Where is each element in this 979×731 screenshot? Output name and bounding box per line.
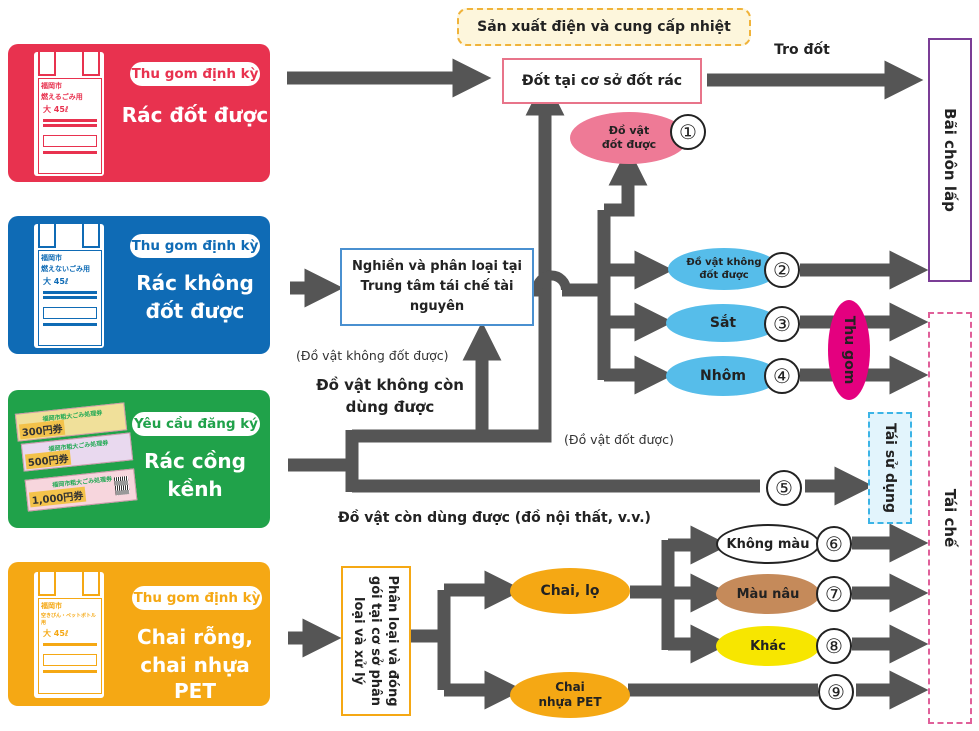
category-title-line1: Rác không (136, 271, 254, 295)
sorting-line1: Phân loại và đóng (385, 575, 401, 707)
oval-line1: Đồ vật không (686, 257, 762, 268)
category-tag: Thu gom định kỳ (130, 62, 260, 86)
unusable-label-line2: dùng được (345, 398, 435, 416)
bag-bottles-icon: 福岡市 空きびん・ペットボトル用 大 45ℓ (34, 572, 104, 698)
landfill-box: Bãi chôn lấp (928, 38, 972, 282)
bag-city: 福岡市 (41, 82, 62, 90)
category-title-line1: Rác cồng (144, 449, 246, 473)
bottles-oval: Chai, lọ (510, 568, 630, 614)
sorting-text: Phân loại và đóng gói tại cơ sở phân loạ… (343, 568, 409, 714)
reuse-label: Tái sử dụng (882, 422, 898, 513)
recycling-box: Tái chế (928, 312, 972, 724)
oval-line2: nhựa PET (538, 695, 602, 709)
category-bulky: 福岡市粗大ごみ処理券 300円券 福岡市粗大ごみ処理券 500円券 福岡市粗大ご… (8, 390, 270, 528)
reuse-box: Tái sử dụng (868, 412, 912, 524)
oval-line1: Chai (555, 680, 585, 694)
category-tag: Thu gom định kỳ (132, 586, 262, 610)
category-burnable: 福岡市 燃えるごみ用 大 45ℓ Thu gom định kỳ Rác đốt… (8, 44, 270, 182)
crushing-center-box: Nghiền và phân loại tại Trung tâm tái ch… (340, 248, 534, 326)
pet-oval: Chai nhựa PET (510, 672, 630, 718)
aluminium-oval: Nhôm (666, 356, 780, 396)
bag-text: 燃えるごみ用 (41, 93, 83, 101)
oval-line2: đốt được (699, 270, 749, 281)
crusher-line1: Nghiền và phân loại tại (352, 259, 522, 274)
bag-burnable-icon: 福岡市 燃えるごみ用 大 45ℓ (34, 52, 104, 176)
number-9: ⑨ (818, 674, 854, 710)
category-tag: Thu gom định kỳ (130, 234, 260, 258)
category-title-line2: chai nhựa PET (140, 653, 250, 703)
nonburnable-items-oval: Đồ vật không đốt được (668, 248, 780, 290)
sorting-line3: loại và xử lý (351, 596, 367, 685)
arrow-to-burnable-item (604, 146, 648, 217)
category-title-line2: kềnh (167, 477, 223, 501)
category-title-line2: đốt được (145, 299, 245, 323)
combustible-paren-label: (Đồ vật đốt được) (564, 432, 674, 447)
category-bottles-pet: 福岡市 空きびん・ペットボトル用 大 45ℓ Thu gom định kỳ C… (8, 562, 270, 706)
bag-city: 福岡市 (41, 254, 62, 262)
number-2: ② (764, 252, 800, 288)
number-6: ⑥ (816, 526, 852, 562)
number-3: ③ (764, 306, 800, 342)
unusable-label-line1: Đồ vật không còn (316, 376, 464, 394)
arrow-bulky-combustible (482, 76, 565, 443)
category-title: Rác đốt được (121, 103, 269, 127)
crusher-line2: Trung tâm tái chế tài (360, 279, 514, 294)
recycling-label: Tái chế (941, 488, 959, 548)
collect-oval: Thu gom (828, 300, 870, 400)
sorting-facility-box: Phân loại và đóng gói tại cơ sở phân loạ… (341, 566, 411, 716)
ash-label: Tro đốt (774, 42, 830, 58)
brown-glass-oval: Màu nâu (716, 574, 820, 614)
oval-line2: đốt được (601, 138, 657, 151)
iron-oval: Sắt (666, 304, 780, 342)
bag-size: 大 45ℓ (43, 105, 69, 114)
crossing-hump (532, 270, 571, 291)
landfill-label: Bãi chôn lấp (941, 108, 959, 212)
collect-label: Thu gom (841, 315, 857, 385)
crusher-line3: nguyên (409, 299, 465, 314)
sorting-line2: gói tại cơ sở phân (368, 575, 384, 707)
category-title-line1: Chai rỗng, (137, 625, 253, 649)
number-4: ④ (764, 358, 800, 394)
burnable-items-oval: Đồ vật đốt được (570, 112, 688, 164)
bag-text: 燃えないごみ用 (41, 265, 90, 273)
power-heat-note: Sản xuất điện và cung cấp nhiệt (457, 8, 751, 46)
bag-size: 大 45ℓ (43, 629, 69, 638)
bag-nonburnable-icon: 福岡市 燃えないごみ用 大 45ℓ (34, 224, 104, 348)
incineration-box: Đốt tại cơ sở đốt rác (502, 58, 702, 104)
tickets-icon: 福岡市粗大ごみ処理券 300円券 福岡市粗大ごみ処理券 500円券 福岡市粗大ご… (12, 400, 138, 520)
category-non-burnable: 福岡市 燃えないごみ用 大 45ℓ Thu gom định kỳ Rác kh… (8, 216, 270, 354)
bag-city: 福岡市 (41, 602, 62, 610)
category-tag: Yêu cầu đăng ký (132, 412, 260, 436)
bag-text: 空きびん・ペットボトル用 (41, 613, 97, 626)
number-5: ⑤ (766, 470, 802, 506)
oval-line1: Đồ vật (608, 124, 650, 137)
usable-items-label: Đồ vật còn dùng được (đồ nội thất, v.v.) (338, 510, 651, 526)
bag-size: 大 45ℓ (43, 277, 69, 286)
number-7: ⑦ (816, 576, 852, 612)
number-8: ⑧ (816, 628, 852, 664)
clear-glass-oval: Không màu (716, 524, 820, 564)
number-1: ① (670, 114, 706, 150)
noncombustible-paren-label: (Đồ vật không đốt được) (296, 348, 449, 363)
other-glass-oval: Khác (716, 626, 820, 666)
